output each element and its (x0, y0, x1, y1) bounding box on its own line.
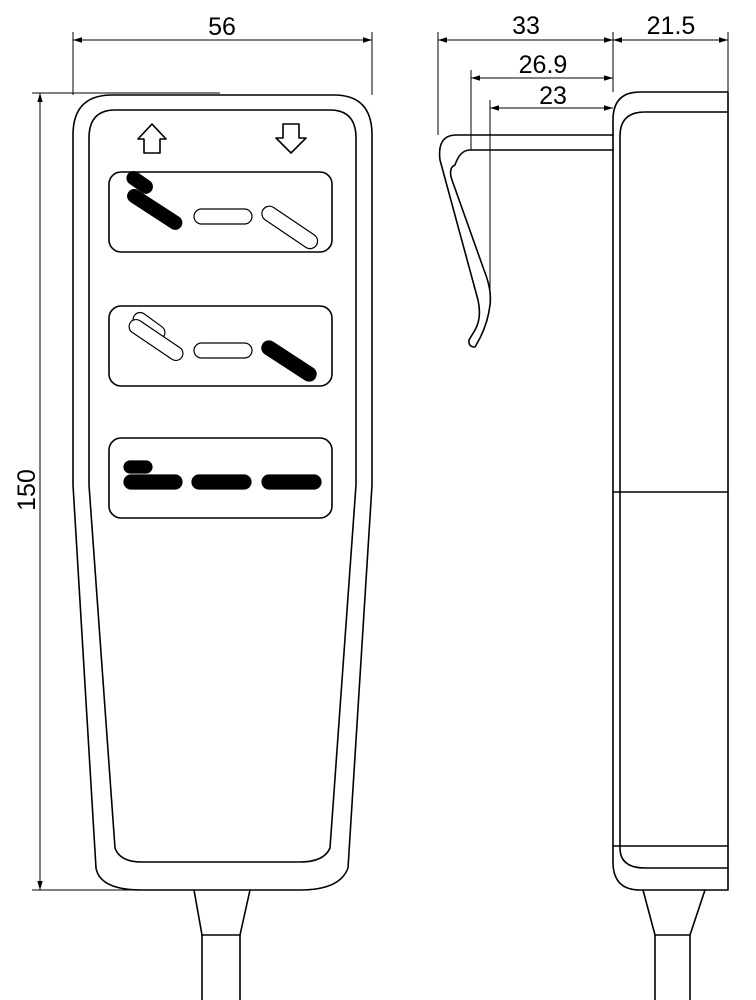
seat-flat-segment-icon (191, 474, 252, 490)
dimension-clip-inner-outer: 26.9 (470, 51, 613, 150)
back-flat-segment-icon (123, 474, 183, 490)
width-label: 56 (208, 13, 236, 41)
side-body-outline (612, 91, 729, 891)
side-body-inner-line (619, 111, 729, 869)
button-row-3[interactable] (108, 437, 333, 519)
back-up-segment-icon (127, 188, 183, 230)
dimension-width: 56 (72, 13, 373, 95)
leg-up-segment-icon (261, 340, 317, 382)
head-flat-segment-icon (123, 460, 153, 474)
clip-depth-label: 33 (512, 12, 540, 40)
front-view: 56 150 (13, 13, 373, 1000)
head-up-segment-icon (126, 171, 153, 194)
button-row-2[interactable] (108, 305, 333, 387)
dimension-thickness: 21.5 (613, 12, 729, 92)
belt-clip (438, 134, 614, 348)
side-view: 33 21.5 26.9 23 (437, 12, 729, 1000)
handset-outline (72, 94, 373, 891)
dimension-clip-depth: 33 (437, 12, 614, 135)
dimension-height: 150 (13, 92, 220, 891)
back-segment-icon (128, 318, 184, 362)
cable-strain-relief (193, 889, 251, 936)
leg-flat-segment-icon (261, 474, 322, 490)
height-label: 150 (13, 469, 41, 511)
seat-segment-icon (193, 342, 253, 359)
arrow-up-icon (137, 123, 167, 154)
side-cable (654, 934, 691, 1000)
clip-inner-outer-label: 26.9 (519, 51, 568, 79)
leg-down-segment-icon (261, 205, 319, 250)
seat-segment-icon (193, 208, 253, 225)
cable (201, 934, 241, 1000)
handset-inner-outline (88, 109, 357, 863)
clip-inner-label: 23 (539, 82, 567, 110)
thickness-label: 21.5 (647, 12, 696, 40)
button-row-1[interactable] (108, 169, 333, 253)
dimension-clip-inner: 23 (489, 82, 613, 300)
arrow-down-icon (275, 123, 307, 154)
side-cable-strain-relief (642, 889, 706, 936)
